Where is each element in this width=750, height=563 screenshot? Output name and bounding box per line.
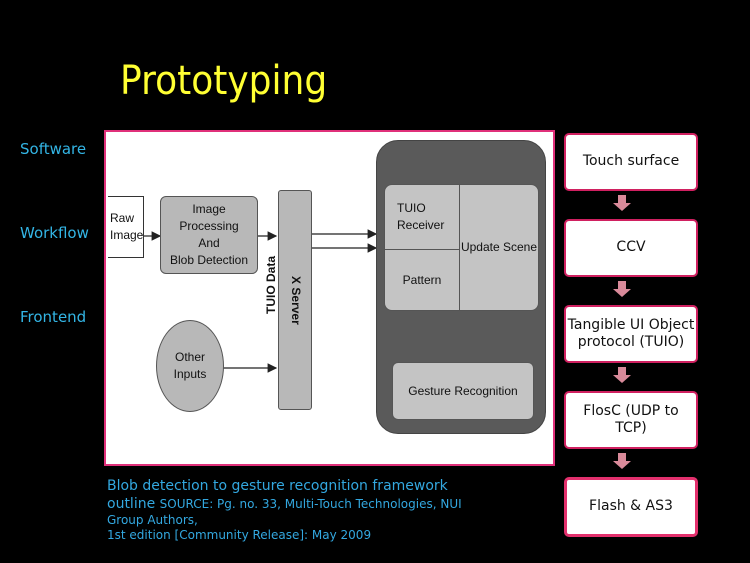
flow-step-touch-surface: Touch surface (564, 133, 698, 191)
pattern-label: Pattern (402, 272, 442, 287)
image-processing-label: Image Processing And Blob Detection (169, 202, 249, 267)
other-inputs-circle: Other Inputs (156, 320, 224, 412)
update-scene-box: Update Scene (459, 184, 539, 311)
tuio-receiver-label: TUIO Receiver (397, 201, 445, 232)
caption-line-4: 1st edition [Community Release]: May 200… (107, 528, 372, 542)
pattern-box: Pattern (384, 249, 460, 311)
diagram-caption: Blob detection to gesture recognition fr… (107, 478, 547, 543)
image-processing-box: Image Processing And Blob Detection (160, 196, 258, 274)
caption-source: SOURCE: Pg. no. 33, Multi-Touch Technolo… (159, 496, 462, 511)
side-label-workflow: Workflow (20, 224, 89, 242)
caption-line-3: Group Authors, (107, 513, 198, 527)
gesture-recognition-label: Gesture Recognition (408, 383, 518, 398)
other-inputs-label: Other Inputs (173, 350, 207, 381)
x-server-box: X Server (278, 190, 312, 410)
tuio-receiver-box: TUIO Receiver (384, 184, 460, 250)
slide-title: Prototyping (120, 58, 328, 104)
flow-step-flash: Flash & AS3 (564, 477, 698, 537)
raw-image-box: Raw Image (108, 196, 144, 258)
update-scene-label: Update Scene (460, 240, 538, 255)
flow-step-flosc: FlosC (UDP to TCP) (564, 391, 698, 449)
raw-image-label: Raw Image (110, 211, 144, 242)
side-label-frontend: Frontend (20, 308, 87, 326)
flow-step-tuio: Tangible UI Object protocol (TUIO) (564, 305, 698, 363)
caption-line-1: Blob detection to gesture recognition fr… (107, 478, 448, 494)
flow-step-ccv: CCV (564, 219, 698, 277)
caption-outline: outline (107, 495, 156, 512)
framework-diagram: Raw Image Image Processing And Blob Dete… (104, 130, 555, 466)
caption-line-2: outline SOURCE: Pg. no. 33, Multi-Touch … (107, 496, 547, 514)
side-label-software: Software (20, 140, 87, 158)
gesture-recognition-box: Gesture Recognition (392, 362, 534, 420)
